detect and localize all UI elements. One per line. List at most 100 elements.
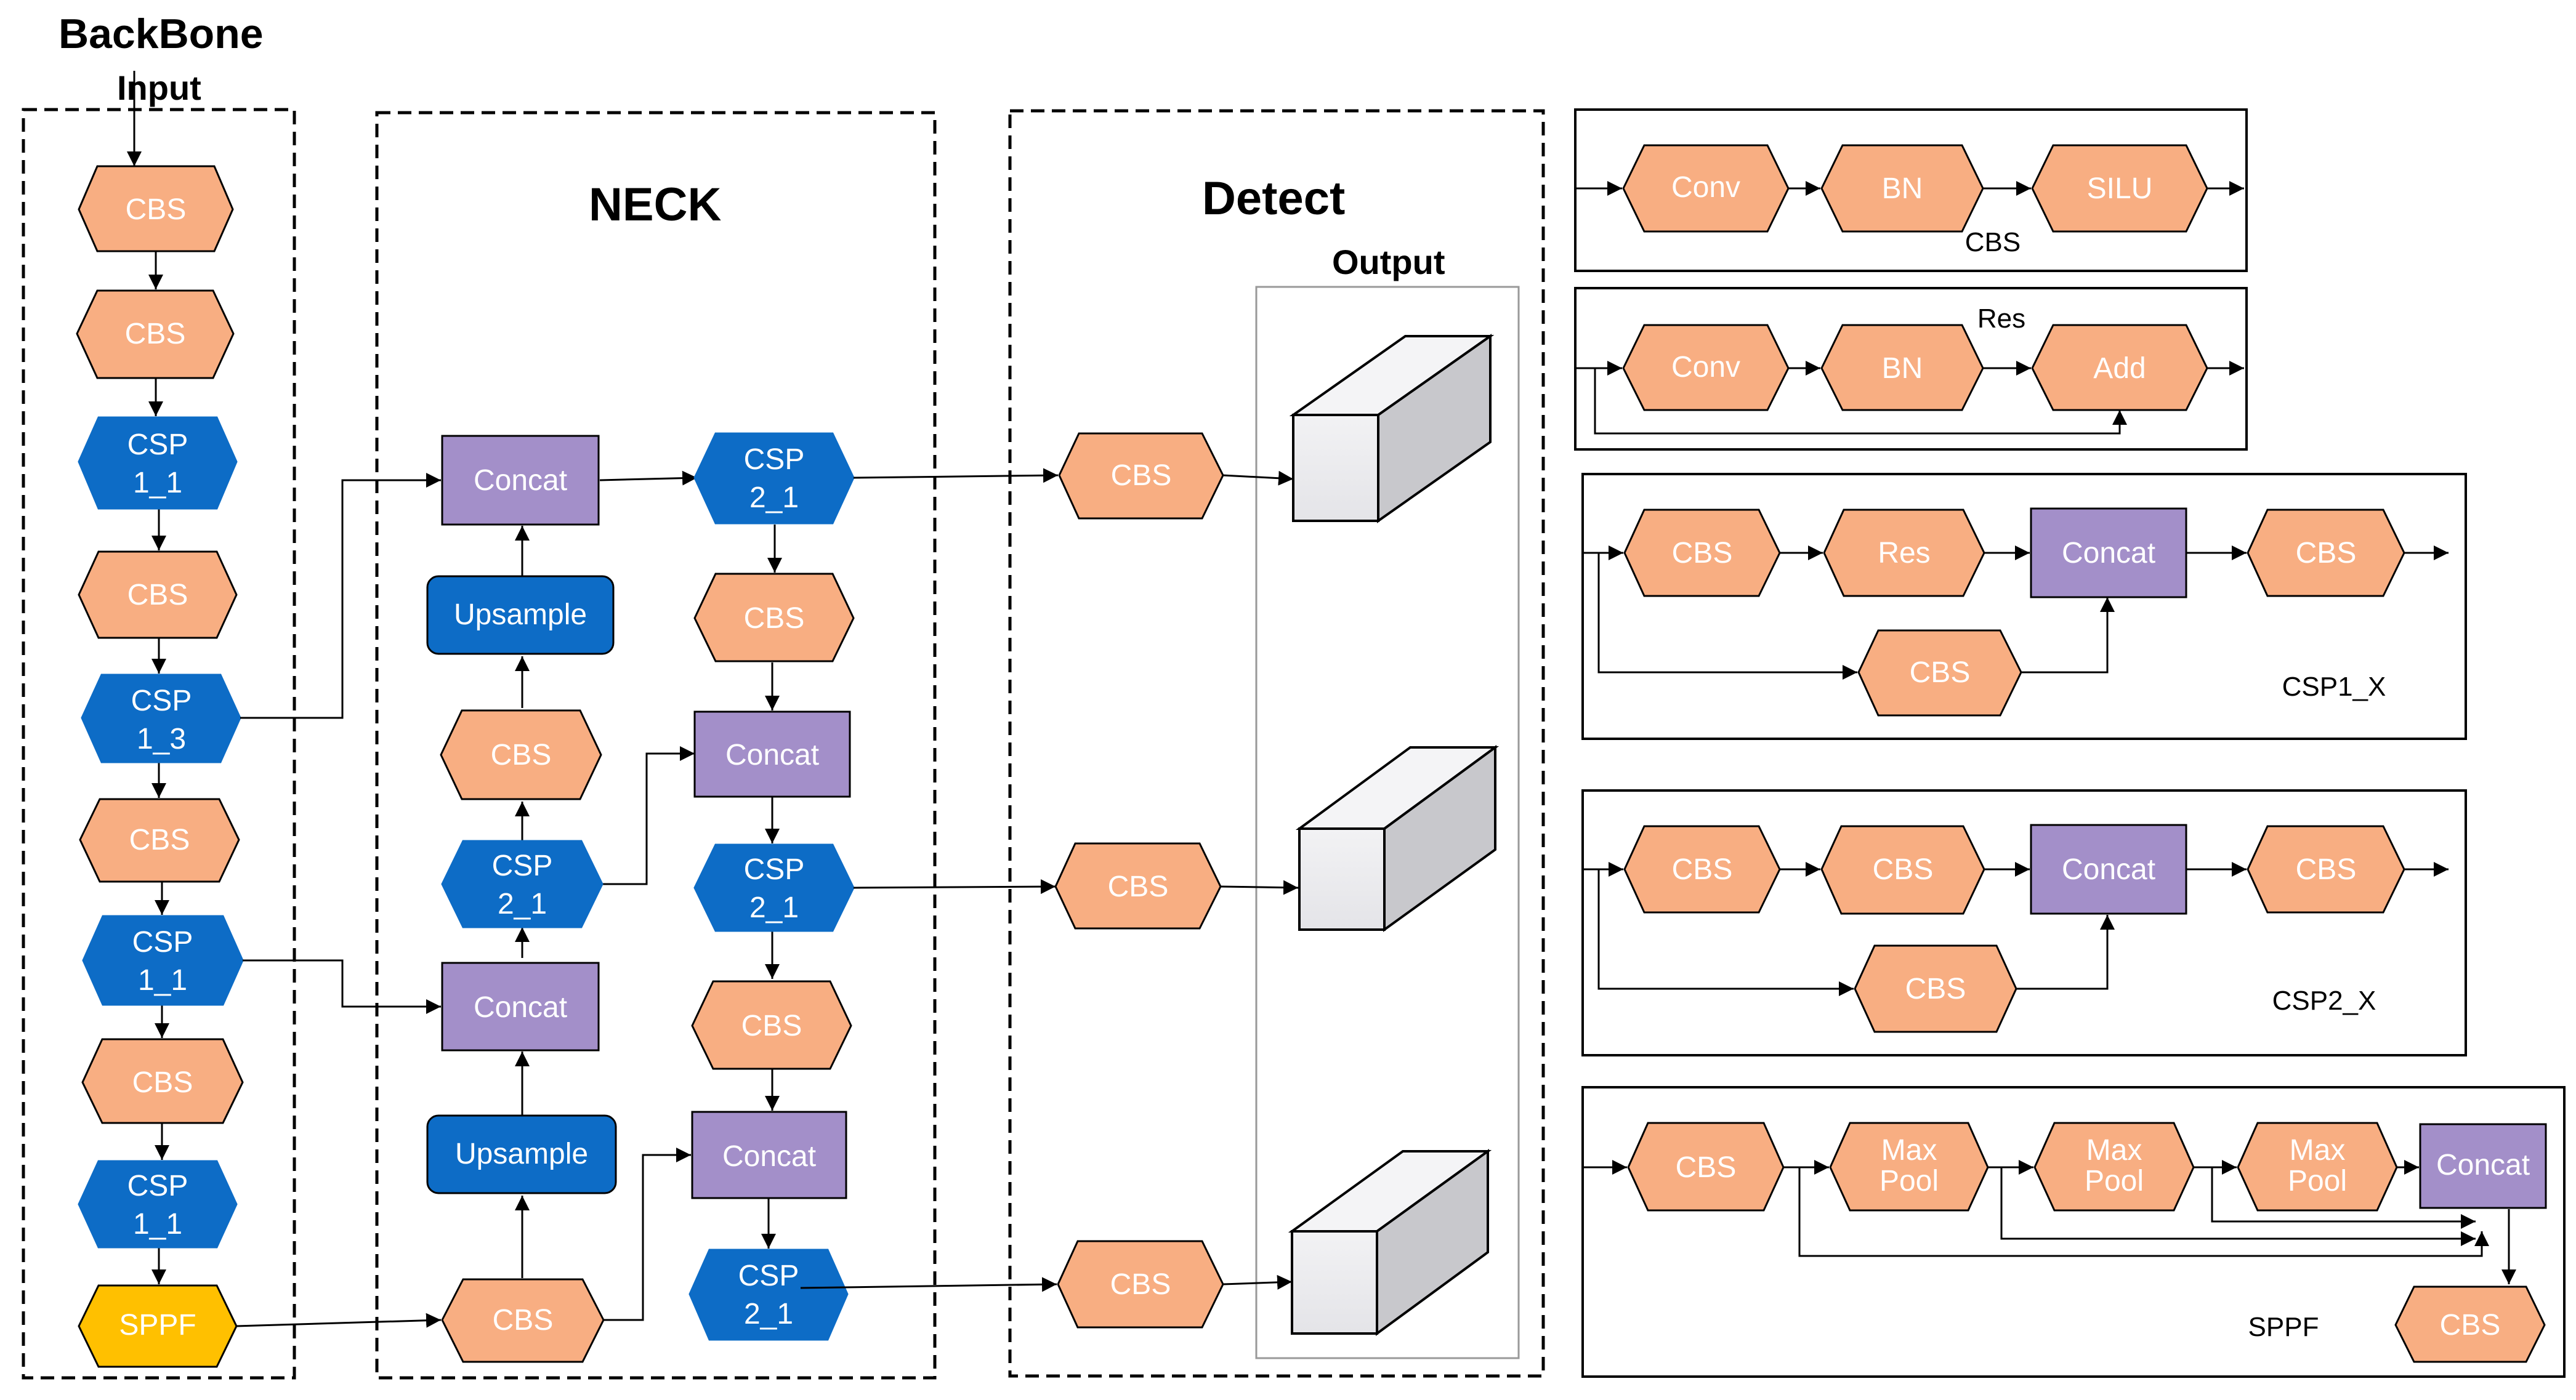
svg-text:CBS: CBS <box>1873 853 1934 886</box>
svg-text:1_3: 1_3 <box>137 723 186 755</box>
svg-text:CBS: CBS <box>1108 871 1169 903</box>
legend-csp2-cbs-mid: CBS <box>1820 825 1985 915</box>
svg-text:Pool: Pool <box>2288 1165 2347 1197</box>
legend-cbs-caption: CBS <box>1965 227 2021 257</box>
neck-upsample-bot: Upsample <box>426 1114 617 1194</box>
detect-cbs-1: CBS <box>1058 432 1224 520</box>
svg-text:Max: Max <box>2086 1134 2142 1167</box>
legend-cbs-bn: BN <box>1820 144 1984 233</box>
legend-cbs-block: Conv BN SILU CBS <box>1574 108 2248 272</box>
legend-csp1-res: Res <box>1823 509 1985 597</box>
svg-text:CBS: CBS <box>1676 1151 1737 1184</box>
output-tensor-2 <box>1295 745 1500 932</box>
svg-text:2_1: 2_1 <box>744 1298 793 1330</box>
legend-csp1-cbs-branch: CBS <box>1857 629 2022 717</box>
legend-res-caption: Res <box>1977 304 2025 334</box>
svg-text:CBS: CBS <box>1910 656 1971 689</box>
legend-sppf-maxpool-3: Max Pool <box>2237 1122 2398 1212</box>
svg-text:CBS: CBS <box>491 739 552 771</box>
svg-text:CBS: CBS <box>2296 853 2357 886</box>
svg-text:CSP: CSP <box>131 685 192 717</box>
svg-text:Conv: Conv <box>1671 171 1740 204</box>
svg-text:CBS: CBS <box>1905 973 1966 1005</box>
neck-csp-mid: CSP 2_1 <box>441 840 604 928</box>
legend-csp1-caption: CSP1_X <box>2282 672 2386 702</box>
svg-text:CSP: CSP <box>132 926 193 959</box>
neck-cbs-mid: CBS <box>440 709 602 800</box>
svg-text:1_1: 1_1 <box>133 1208 182 1241</box>
legend-sppf-block: CBS Max Pool Max Pool Max Pool Concat CB… <box>1581 1086 2566 1378</box>
detect-column: CBS CBS CBS <box>800 334 1500 1336</box>
legend-sppf-caption: SPPF <box>2248 1312 2319 1342</box>
svg-text:CBS: CBS <box>1111 459 1172 492</box>
svg-text:Concat: Concat <box>2436 1149 2530 1181</box>
svg-text:CBS: CBS <box>493 1304 554 1337</box>
svg-text:Res: Res <box>1878 537 1930 569</box>
svg-text:BN: BN <box>1882 352 1923 385</box>
neck-csp-r1: CSP 2_1 <box>693 432 855 525</box>
neck-concat-r6: Concat <box>691 1111 847 1199</box>
svg-text:CBS: CBS <box>127 579 188 611</box>
neck-csp-r4: CSP 2_1 <box>693 843 855 932</box>
svg-text:BN: BN <box>1882 172 1923 205</box>
legend-sppf-concat: Concat <box>2419 1123 2547 1209</box>
svg-text:CSP: CSP <box>744 443 805 476</box>
legend-sppf-cbs-in: CBS <box>1627 1122 1785 1212</box>
svg-text:CBS: CBS <box>132 1066 193 1099</box>
output-tensor-1 <box>1289 334 1495 523</box>
svg-text:CBS: CBS <box>2440 1309 2501 1342</box>
svg-text:Concat: Concat <box>2062 853 2155 886</box>
input-label: Input <box>117 68 201 107</box>
legend-sppf-maxpool-1: Max Pool <box>1829 1122 1989 1212</box>
svg-text:CBS: CBS <box>744 602 805 635</box>
neck-concat-r3: Concat <box>693 710 851 798</box>
legend-res-bn: BN <box>1820 324 1984 411</box>
backbone-title: BackBone <box>59 10 264 57</box>
backbone-sppf: SPPF <box>78 1284 238 1368</box>
backbone-cbs-3: CBS <box>78 550 238 639</box>
svg-text:1_1: 1_1 <box>133 467 182 499</box>
legend-cbs-silu: SILU <box>2031 144 2208 233</box>
neck-concat-mid: Concat <box>441 962 600 1052</box>
neck-title: NECK <box>589 179 721 231</box>
backbone-column: CBS CBS CSP 1_1 CBS CSP 1_3 CBS CSP 1_1 <box>76 71 244 1368</box>
detect-cbs-2: CBS <box>1054 842 1222 930</box>
svg-text:Upsample: Upsample <box>455 1138 588 1170</box>
svg-text:Pool: Pool <box>1880 1165 1939 1197</box>
legend-csp2-cbs-out: CBS <box>2247 825 2405 914</box>
svg-text:CSP: CSP <box>127 1170 188 1202</box>
svg-text:CBS: CBS <box>126 193 187 226</box>
neck-concat-top: Concat <box>441 435 600 526</box>
neck-cbs-r5: CBS <box>691 980 852 1070</box>
legend-res-block: Res Conv BN Add <box>1574 287 2248 451</box>
legend-sppf-cbs-out: CBS <box>2394 1285 2546 1363</box>
detect-frame <box>1008 109 1545 1378</box>
backbone-cbs-1: CBS <box>78 165 234 252</box>
backbone-csp-2: CSP 1_3 <box>81 674 241 763</box>
neck-csp-r7: CSP 2_1 <box>688 1249 849 1341</box>
svg-text:Max: Max <box>1881 1134 1937 1167</box>
backbone-frame <box>22 108 296 1380</box>
svg-text:Concat: Concat <box>474 991 567 1024</box>
neck-frame <box>375 111 937 1380</box>
legend-cbs-conv: Conv <box>1622 144 1790 233</box>
svg-text:Pool: Pool <box>2085 1165 2144 1197</box>
svg-text:2_1: 2_1 <box>749 891 799 924</box>
legend-csp2-concat: Concat <box>2030 824 2187 915</box>
svg-text:SILU: SILU <box>2087 172 2153 205</box>
svg-text:CSP: CSP <box>744 853 805 886</box>
svg-text:1_1: 1_1 <box>138 964 187 997</box>
detect-cbs-3: CBS <box>1057 1240 1224 1329</box>
legend-csp2-caption: CSP2_X <box>2272 986 2376 1016</box>
svg-text:CBS: CBS <box>2296 537 2357 569</box>
legend-csp1-concat: Concat <box>2030 507 2187 598</box>
svg-text:CBS: CBS <box>1672 853 1733 886</box>
legend-res-conv: Conv <box>1622 324 1790 411</box>
output-frame <box>1255 286 1520 1359</box>
svg-text:Concat: Concat <box>2062 537 2155 569</box>
legend-csp2-block: CBS CBS Concat CBS CBS CSP2_X <box>1581 789 2467 1056</box>
backbone-cbs-4: CBS <box>79 798 240 883</box>
backbone-cbs-5: CBS <box>81 1038 244 1124</box>
svg-text:CBS: CBS <box>125 318 186 350</box>
